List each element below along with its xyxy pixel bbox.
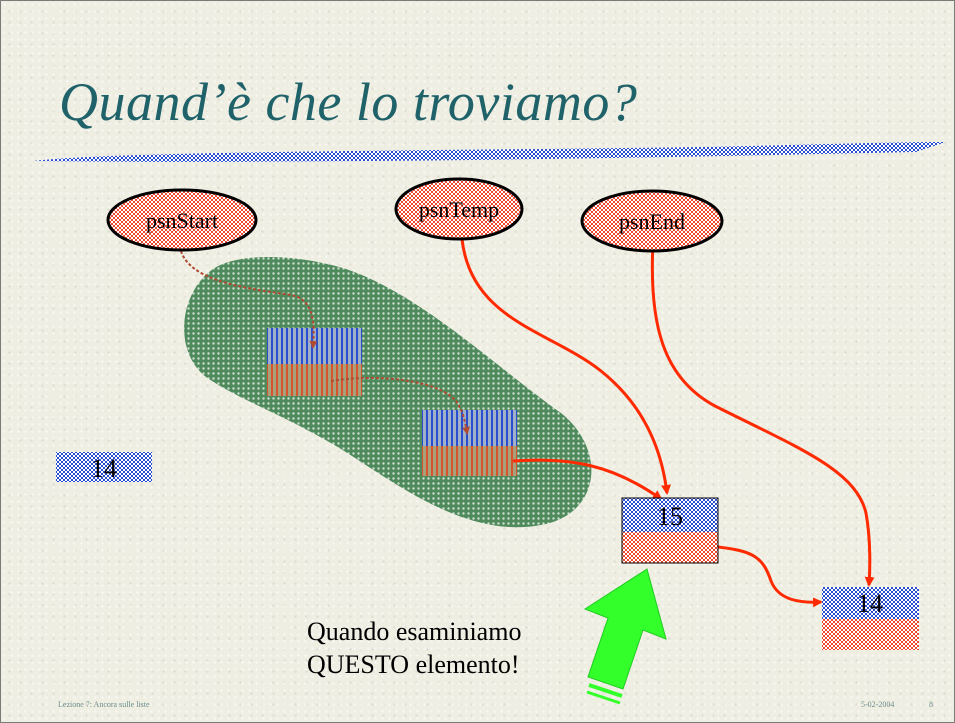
- title-underline: [33, 142, 946, 162]
- pointer-psnend-label: psnEnd: [619, 209, 685, 234]
- current-node: 15: [621, 497, 719, 564]
- highlight-arrow: [583, 568, 667, 705]
- pointer-temp-arrow: [460, 238, 671, 495]
- last-node: 14: [822, 587, 919, 650]
- footer-date: 5-02-2004: [861, 700, 895, 709]
- pointer-psnstart-label: psnStart: [146, 208, 218, 233]
- detached-node: 14: [56, 452, 152, 483]
- visited-node-2: [422, 410, 517, 476]
- link-current-to-last: [717, 545, 823, 608]
- pointer-psnstart: psnStart: [106, 188, 258, 252]
- visited-link-next: [330, 376, 470, 435]
- pointer-psnend: psnEnd: [580, 189, 724, 253]
- pointer-psntemp-label: psnTemp: [419, 197, 499, 222]
- link-visited-to-current: [512, 458, 663, 501]
- visited-link-start: [180, 250, 318, 349]
- pointer-end-arrow: [650, 242, 875, 587]
- footer-page-number: 8: [929, 700, 933, 709]
- footer-lecture: Lezione 7: Ancora sulle liste: [58, 700, 150, 709]
- detached-node-value: 14: [91, 454, 117, 483]
- pointer-psntemp: psnTemp: [394, 177, 524, 241]
- caption-line-1: Quando esaminiamo: [307, 617, 522, 646]
- slide-title: Quand’è che lo troviamo?: [59, 72, 638, 132]
- caption-line-2: QUESTO elemento!: [307, 650, 520, 679]
- caption: Quando esaminiamo QUESTO elemento!: [307, 615, 521, 681]
- visited-region: [184, 256, 592, 528]
- last-node-value: 14: [857, 589, 883, 618]
- current-node-value: 15: [657, 502, 683, 531]
